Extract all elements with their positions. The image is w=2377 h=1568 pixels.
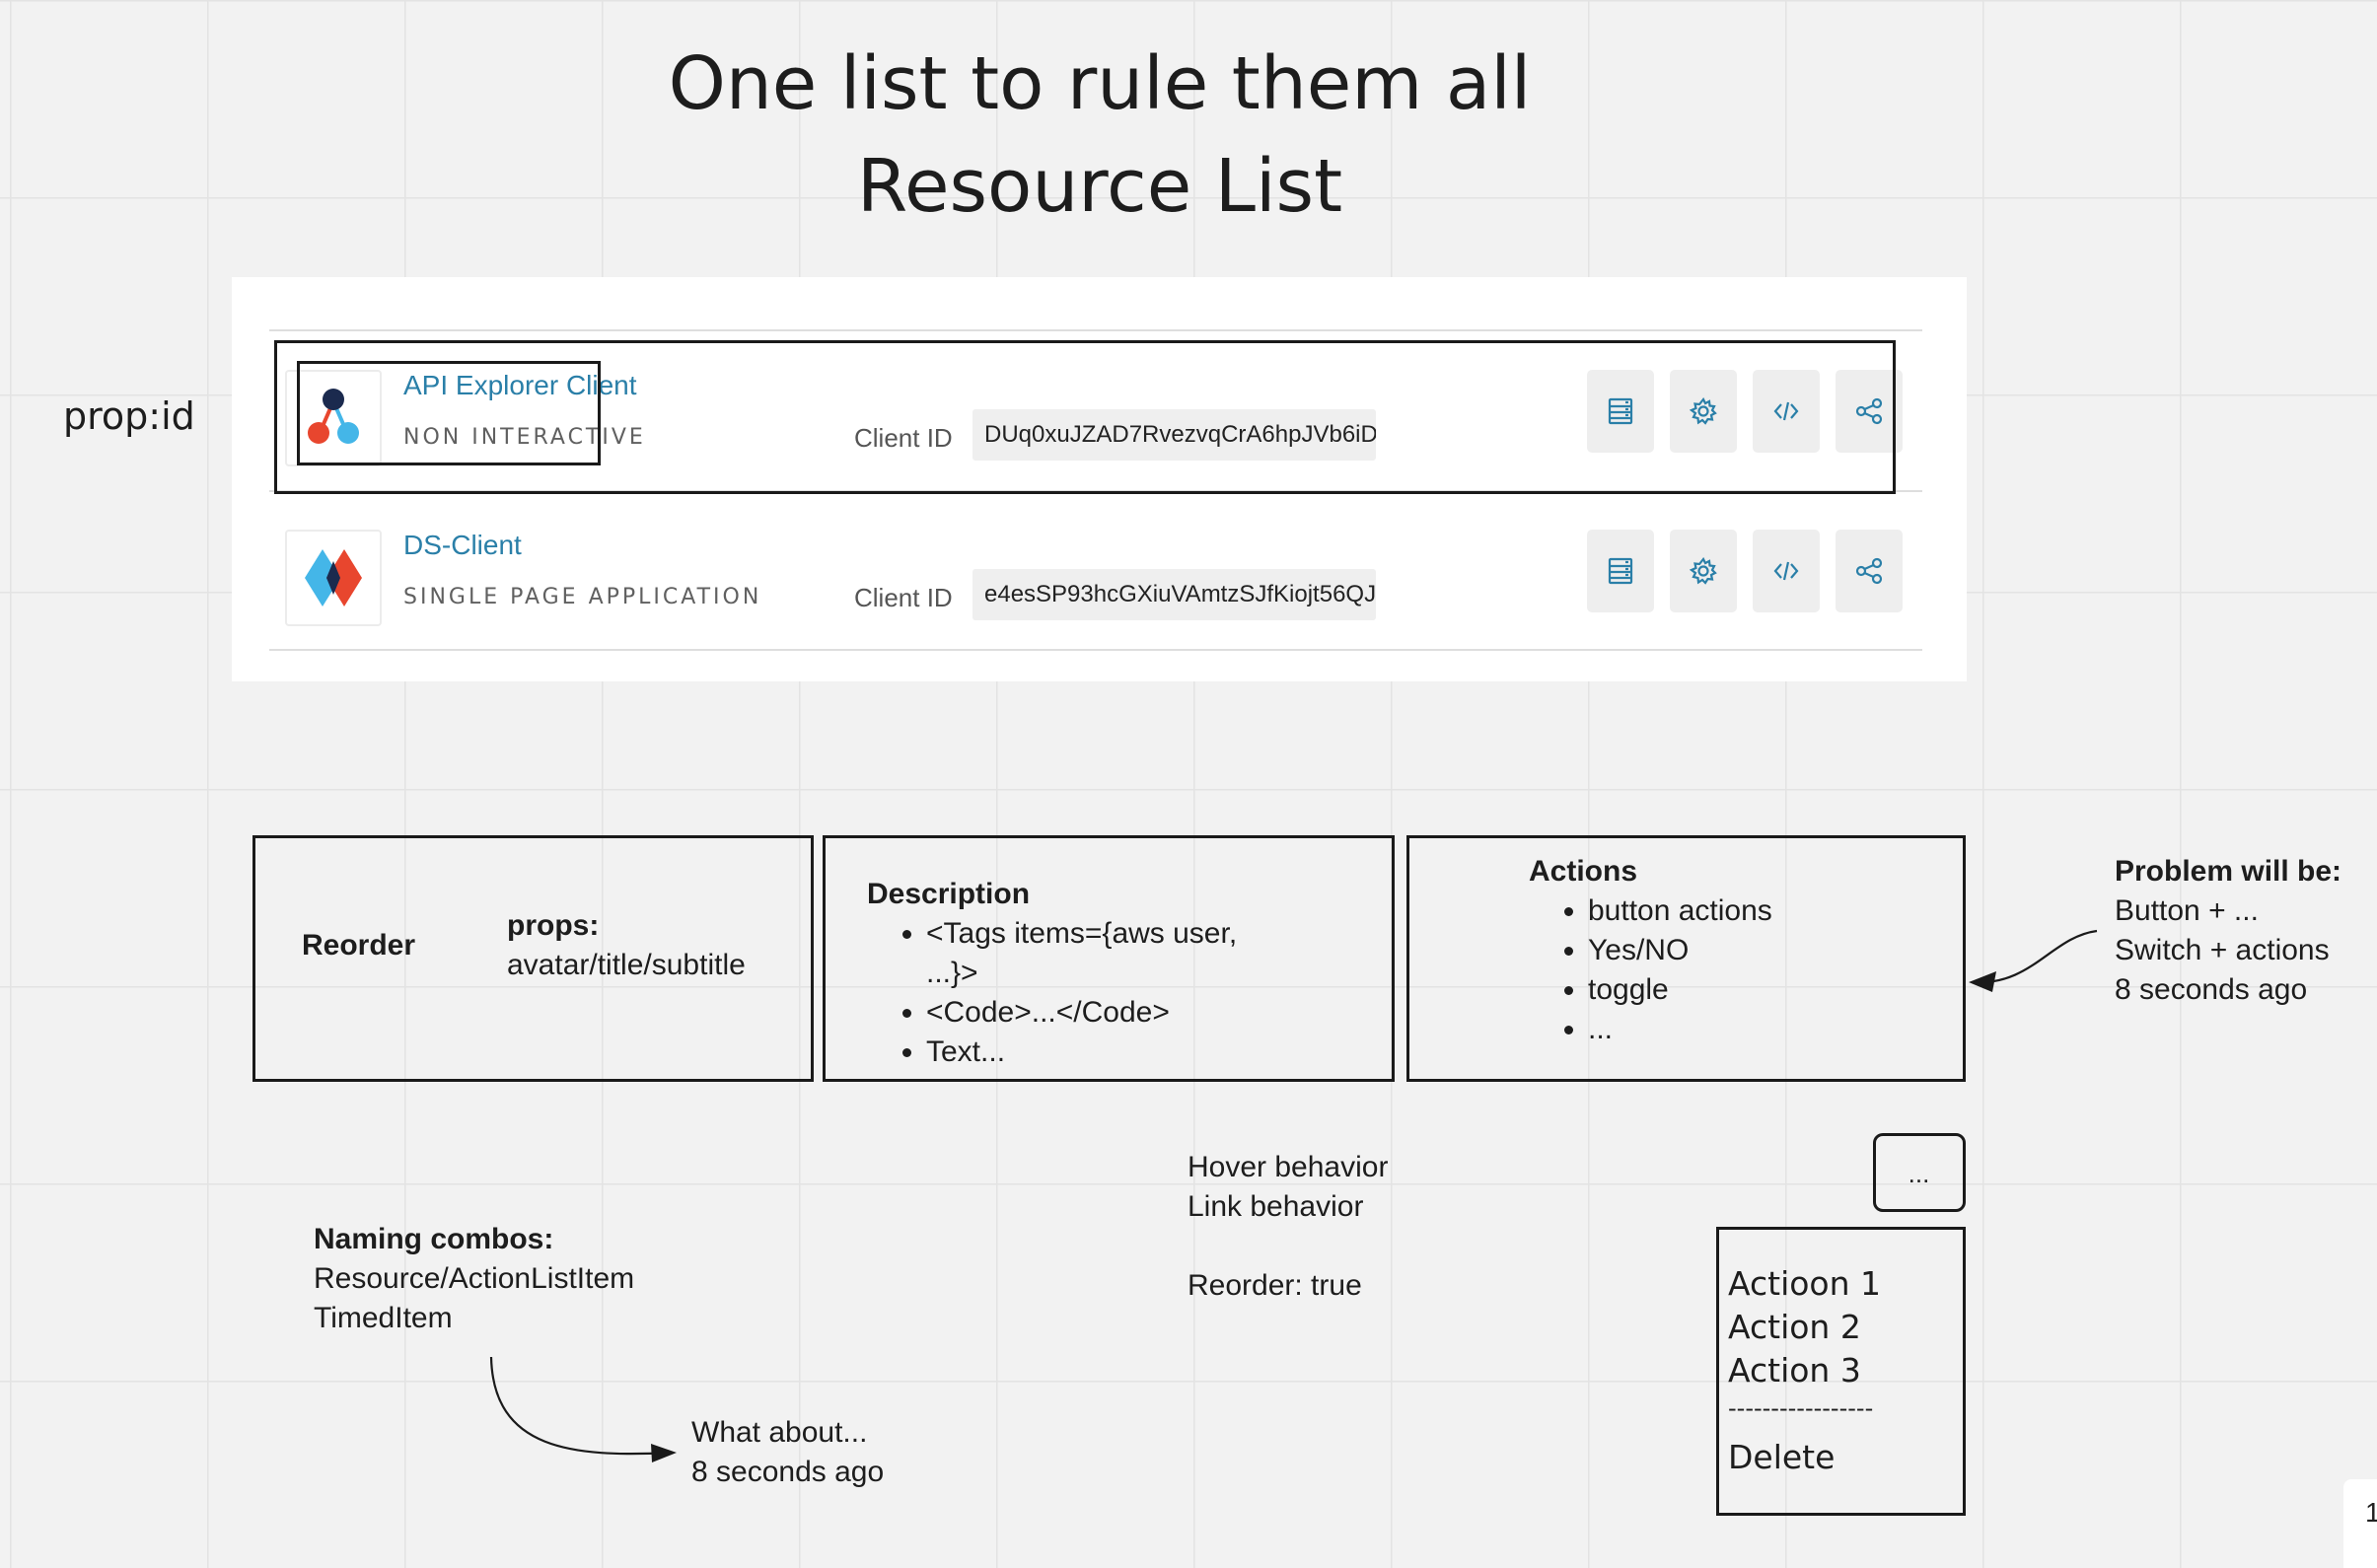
- list-item: ...}>: [926, 957, 978, 989]
- page-subtitle: Resource List: [856, 144, 1343, 229]
- problem-line: Button + ...: [2115, 894, 2259, 927]
- prop-id-label: prop:id: [63, 394, 195, 438]
- share-icon: [1855, 557, 1883, 585]
- menu-divider: -----------------: [1728, 1394, 1874, 1422]
- menu-item-delete[interactable]: Delete: [1728, 1438, 1836, 1476]
- props-heading: props:: [507, 909, 600, 942]
- gear-icon: [1690, 557, 1717, 585]
- share-button[interactable]: [1836, 370, 1903, 453]
- list-item: Yes/NO: [1588, 931, 1772, 970]
- problem-timestamp: 8 seconds ago: [2115, 973, 2308, 1006]
- list-icon: [1608, 557, 1633, 585]
- naming-arrowhead: [651, 1444, 677, 1462]
- client-id-label: Client ID: [854, 583, 953, 612]
- naming-arrow: [489, 1356, 672, 1456]
- actions-menu: [1716, 1227, 1966, 1516]
- page-number: 1: [2343, 1479, 2377, 1568]
- gear-icon: [1690, 397, 1717, 425]
- description-heading: Description: [867, 878, 1031, 910]
- list-item: Text...: [926, 1033, 1237, 1072]
- list-icon: [1608, 397, 1633, 425]
- description-box: [823, 835, 1395, 1082]
- behavior-line: Hover behavior: [1188, 1151, 1389, 1183]
- code-icon: [1773, 561, 1799, 581]
- ds-client-icon: [305, 549, 362, 606]
- avatar: [285, 530, 382, 626]
- code-icon: [1773, 401, 1799, 421]
- what-about-text: What about...: [691, 1416, 868, 1449]
- naming-heading: Naming combos:: [314, 1223, 554, 1255]
- reorder-label: Reorder: [302, 929, 416, 962]
- list-item: toggle: [1588, 970, 1772, 1010]
- what-about-timestamp: 8 seconds ago: [691, 1456, 885, 1488]
- list-button[interactable]: [1587, 370, 1654, 453]
- actions-heading: Actions: [1529, 855, 1638, 888]
- list-item: ...: [1588, 1010, 1772, 1049]
- naming-line: TimedItem: [314, 1302, 453, 1334]
- actions-box: [1406, 835, 1966, 1082]
- resource-subtitle: SINGLE PAGE APPLICATION: [403, 585, 762, 609]
- code-button[interactable]: [1753, 530, 1820, 612]
- resource-title-link[interactable]: DS-Client: [403, 530, 522, 560]
- more-actions-button[interactable]: ...: [1873, 1133, 1966, 1212]
- row-divider: [269, 649, 1922, 651]
- api-explorer-icon: [308, 389, 359, 444]
- settings-button[interactable]: [1670, 370, 1737, 453]
- menu-item-action-3[interactable]: Action 3: [1728, 1351, 1861, 1390]
- problem-arrowhead: [1969, 971, 1996, 992]
- behavior-line: Reorder: true: [1188, 1269, 1362, 1302]
- actions-list: button actions Yes/NO toggle ...: [1529, 891, 1772, 1049]
- reorder-props-box: [252, 835, 814, 1082]
- list-item: <Tags items={aws user,: [926, 914, 1237, 954]
- resource-list-item[interactable]: API Explorer Client NON INTERACTIVE Clie…: [285, 370, 1922, 478]
- list-button[interactable]: [1587, 530, 1654, 612]
- settings-button[interactable]: [1670, 530, 1737, 612]
- client-id-label: Client ID: [854, 423, 953, 453]
- page-title: One list to rule them all: [668, 41, 1532, 126]
- row-divider: [269, 329, 1922, 331]
- resource-list-item[interactable]: DS-Client SINGLE PAGE APPLICATION Client…: [285, 530, 1922, 638]
- more-actions-label: ...: [1908, 1159, 1930, 1188]
- list-item: button actions: [1588, 891, 1772, 931]
- row-highlight-box: [274, 340, 1896, 494]
- problem-heading: Problem will be:: [2115, 855, 2342, 888]
- code-button[interactable]: [1753, 370, 1820, 453]
- menu-item-action-2[interactable]: Action 2: [1728, 1308, 1861, 1346]
- props-value: avatar/title/subtitle: [507, 949, 746, 981]
- description-list: <Tags items={aws user, ...}> <Code>...</…: [867, 914, 1237, 1072]
- client-id-field[interactable]: e4esSP93hcGXiuVAmtzSJfKiojt56QJr: [972, 569, 1376, 620]
- avatar: [285, 370, 382, 466]
- naming-line: Resource/ActionListItem: [314, 1262, 635, 1295]
- share-button[interactable]: [1836, 530, 1903, 612]
- client-id-field[interactable]: DUq0xuJZAD7RvezvqCrA6hpJVb6iDU: [972, 409, 1376, 461]
- menu-item-action-1[interactable]: Actioon 1: [1728, 1264, 1882, 1303]
- problem-line: Switch + actions: [2115, 934, 2330, 966]
- share-icon: [1855, 397, 1883, 425]
- avatar-title-highlight-box: [297, 361, 601, 465]
- resource-subtitle: NON INTERACTIVE: [403, 425, 646, 450]
- behavior-line: Link behavior: [1188, 1190, 1364, 1223]
- list-item: <Code>...</Code>: [926, 993, 1237, 1033]
